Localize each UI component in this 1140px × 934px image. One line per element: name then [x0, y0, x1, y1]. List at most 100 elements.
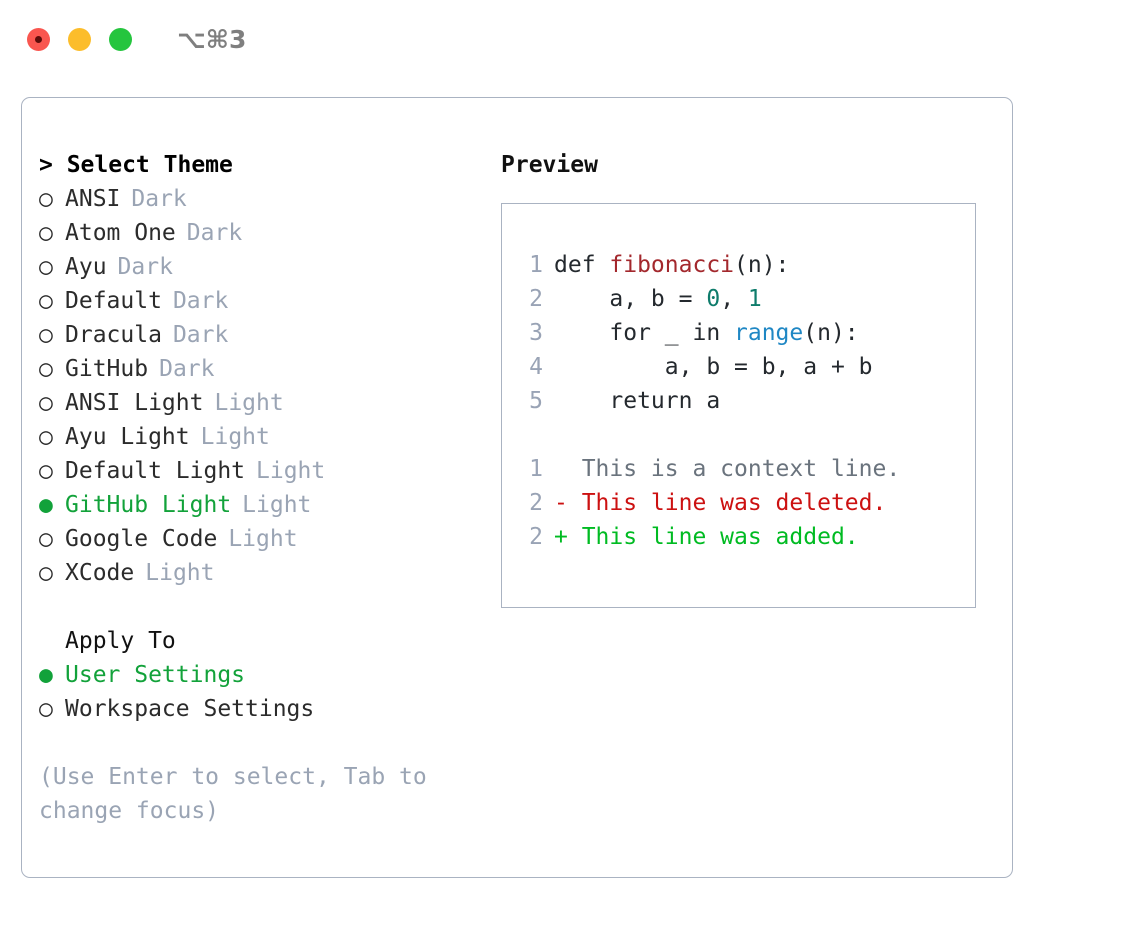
close-light-icon[interactable]	[27, 27, 50, 51]
theme-option-tag: Light	[228, 526, 298, 552]
theme-option-tag: Dark	[131, 186, 187, 212]
radio-unselected-icon: ○	[39, 322, 53, 348]
code-line-content: a, b = 0, 1	[554, 282, 762, 316]
apply-to-option[interactable]: ● User Settings	[39, 658, 489, 692]
code-token-plain: return a	[554, 388, 721, 414]
radio-unselected-icon: ○	[39, 390, 53, 416]
theme-option-label: Ayu Light	[65, 424, 190, 450]
code-line-number: 5	[529, 388, 543, 414]
theme-option[interactable]: ○ Default Light Light	[39, 454, 489, 488]
radio-unselected-icon: ○	[39, 220, 53, 246]
code-line: 5 return a	[519, 384, 975, 418]
code-token-plain: for _ in	[554, 320, 735, 346]
apply-to-option-label: User Settings	[65, 662, 246, 688]
radio-selected-icon: ●	[39, 492, 53, 518]
theme-option-label: Google Code	[65, 526, 218, 552]
diff-sample: 1 This is a context line. 2 - This line wa…	[519, 452, 975, 554]
diff-line-number: 2	[529, 490, 543, 516]
diff-line-number: 2	[529, 524, 543, 550]
theme-option[interactable]: ○ Google Code Light	[39, 522, 489, 556]
theme-option-tag: Dark	[186, 220, 243, 246]
diff-line-content-ctx: This is a context line.	[554, 456, 901, 482]
theme-option-label: Ayu	[65, 254, 107, 280]
radio-unselected-icon: ○	[39, 356, 53, 382]
radio-unselected-icon: ○	[39, 424, 53, 450]
diff-line: 2 + This line was added.	[519, 520, 975, 554]
keyboard-hint-text: (Use Enter to select, Tab to change focu…	[39, 764, 427, 824]
code-line-number: 1	[529, 252, 543, 278]
code-token-plain: (n):	[734, 252, 790, 278]
theme-option-tag: Light	[200, 424, 270, 450]
code-line-content: for _ in range(n):	[554, 316, 859, 350]
titlebar: ⌥⌘3	[0, 0, 1140, 78]
theme-option-tag: Light	[256, 458, 326, 484]
code-token-num: 1	[747, 286, 762, 312]
code-token-call: range	[734, 320, 804, 346]
theme-option-label: Dracula	[65, 322, 162, 348]
code-line-content: def fibonacci(n):	[554, 248, 789, 282]
code-line-number: 4	[529, 354, 543, 380]
diff-line-content-del: - This line was deleted.	[554, 490, 887, 516]
code-line: 2 a, b = 0, 1	[519, 282, 975, 316]
theme-option[interactable]: ○ ANSI Dark	[39, 182, 489, 216]
diff-line-content-add: + This line was added.	[554, 524, 859, 550]
minimize-light-icon[interactable]	[68, 27, 91, 51]
theme-option-label: Atom One	[65, 220, 176, 246]
diff-line: 2 - This line was deleted.	[519, 486, 975, 520]
radio-unselected-icon: ○	[39, 560, 53, 586]
code-line: 4 a, b = b, a + b	[519, 350, 975, 384]
apply-to-option-label: Workspace Settings	[65, 696, 315, 722]
theme-option[interactable]: ○ Ayu Light Light	[39, 420, 489, 454]
radio-unselected-icon: ○	[39, 186, 53, 212]
code-token-plain: a, b =	[554, 286, 707, 312]
code-line-number: 2	[529, 286, 543, 312]
apply-to-list[interactable]: ● User Settings ○Workspace Settings	[39, 658, 489, 726]
maximize-light-icon[interactable]	[109, 27, 132, 51]
select-theme-heading: > Select Theme	[39, 152, 233, 178]
diff-line: 1 This is a context line.	[519, 452, 975, 486]
code-line-content: a, b = b, a + b	[554, 350, 873, 384]
radio-unselected-icon: ○	[39, 526, 53, 552]
theme-option-tag: Light	[145, 560, 215, 586]
keyboard-shortcut-label: ⌥⌘3	[177, 24, 247, 54]
theme-option-tag: Light	[214, 390, 284, 416]
theme-option-label: ANSI Light	[65, 390, 204, 416]
theme-option[interactable]: ○ XCode Light	[39, 556, 489, 590]
theme-option-tag: Light	[242, 492, 312, 518]
theme-option[interactable]: ○ ANSI Light Light	[39, 386, 489, 420]
apply-to-section: Apply To ● User Settings ○Workspace Settin…	[39, 624, 489, 726]
apply-to-heading: Apply To	[65, 628, 176, 654]
code-token-fn: fibonacci	[609, 252, 735, 278]
theme-option-label: ANSI	[65, 186, 121, 212]
preview-heading: Preview	[501, 152, 598, 178]
theme-option-label: Default Light	[65, 458, 246, 484]
code-token-plain: (n):	[803, 320, 859, 346]
code-line-content: return a	[554, 384, 720, 418]
theme-option-tag: Dark	[172, 322, 229, 348]
radio-unselected-icon: ○	[39, 458, 53, 484]
theme-option[interactable]: ● GitHub Light Light	[39, 488, 489, 522]
theme-option[interactable]: ○ Dracula Dark	[39, 318, 489, 352]
diff-line-number: 1	[529, 456, 543, 482]
code-token-plain: ,	[720, 286, 748, 312]
theme-option-tag: Dark	[159, 356, 215, 382]
theme-option-label: XCode	[65, 560, 135, 586]
theme-option-label: GitHub	[65, 356, 149, 382]
code-token-num: 0	[706, 286, 721, 312]
theme-option[interactable]: ○ GitHub Dark	[39, 352, 489, 386]
code-line: 3 for _ in range(n):	[519, 316, 975, 350]
radio-selected-icon: ●	[39, 662, 53, 688]
traffic-lights	[27, 27, 132, 51]
theme-option[interactable]: ○ Atom One Dark	[39, 216, 489, 250]
theme-option-tag: Dark	[172, 288, 229, 314]
apply-to-option[interactable]: ○Workspace Settings	[39, 692, 489, 726]
theme-option-label: GitHub Light	[65, 492, 232, 518]
code-token-plain: a, b = b, a + b	[554, 354, 873, 380]
